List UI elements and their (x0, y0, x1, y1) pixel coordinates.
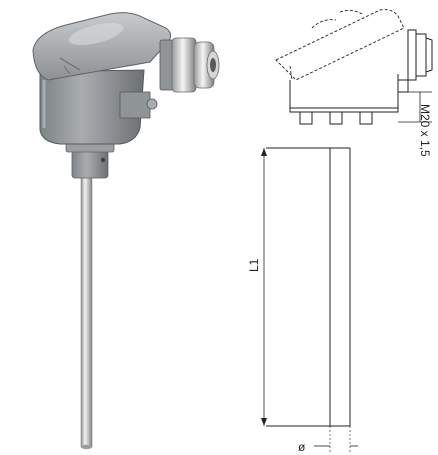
lid-outline-dashed (275, 9, 405, 81)
housing-outline (289, 74, 409, 125)
housing-body (39, 69, 158, 145)
probe-outline (266, 147, 351, 427)
thread-dimension: M20 x 1,5 (398, 91, 432, 157)
length-label: L1 (247, 258, 261, 272)
diameter-dimension: ø (298, 426, 358, 454)
thermocouple-head-photo (32, 12, 220, 450)
gland-outline (407, 29, 433, 81)
housing-lid (32, 12, 172, 81)
thread-label: M20 x 1,5 (418, 104, 432, 157)
cable-gland-icon (159, 37, 220, 93)
neck-fitting (65, 141, 115, 179)
diameter-label: ø (298, 440, 306, 454)
length-dimension: L1 (247, 148, 267, 426)
